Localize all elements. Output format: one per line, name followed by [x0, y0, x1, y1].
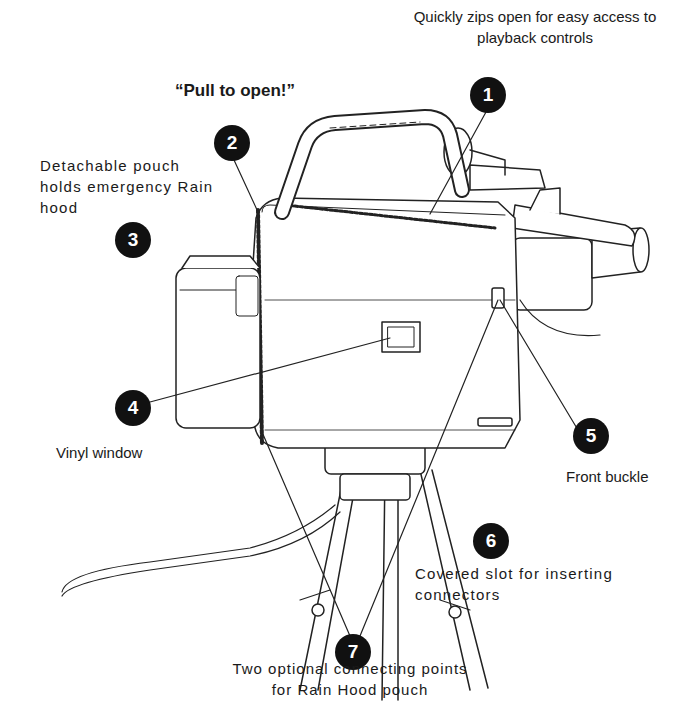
callout-number: 2 — [227, 132, 238, 154]
callout-circle: 4 — [115, 390, 151, 426]
callout-number: 1 — [483, 84, 494, 106]
callout-text: Vinyl window — [56, 442, 206, 463]
callout-circle: 1 — [470, 77, 506, 113]
callout-text: Quickly zips open for easy access to pla… — [385, 6, 685, 48]
callout-text: Detachable pouch holds emergency Rain ho… — [40, 155, 220, 218]
callout-circle: 2 — [214, 125, 250, 161]
callout-circle: 6 — [473, 523, 509, 559]
callout-circle: 5 — [573, 418, 609, 454]
callout-number: 6 — [486, 530, 497, 552]
callout-text: Front buckle — [566, 466, 691, 487]
callout-text: “Pull to open!” — [150, 80, 320, 101]
callout-number: 3 — [128, 229, 139, 251]
callout-text: Two optional connecting points for Rain … — [225, 658, 475, 700]
callout-text: Covered slot for inserting connectors — [415, 563, 645, 605]
callout-circle: 3 — [115, 222, 151, 258]
callout-number: 5 — [586, 425, 597, 447]
callout-number: 4 — [128, 397, 139, 419]
callout-number: 7 — [348, 641, 359, 663]
